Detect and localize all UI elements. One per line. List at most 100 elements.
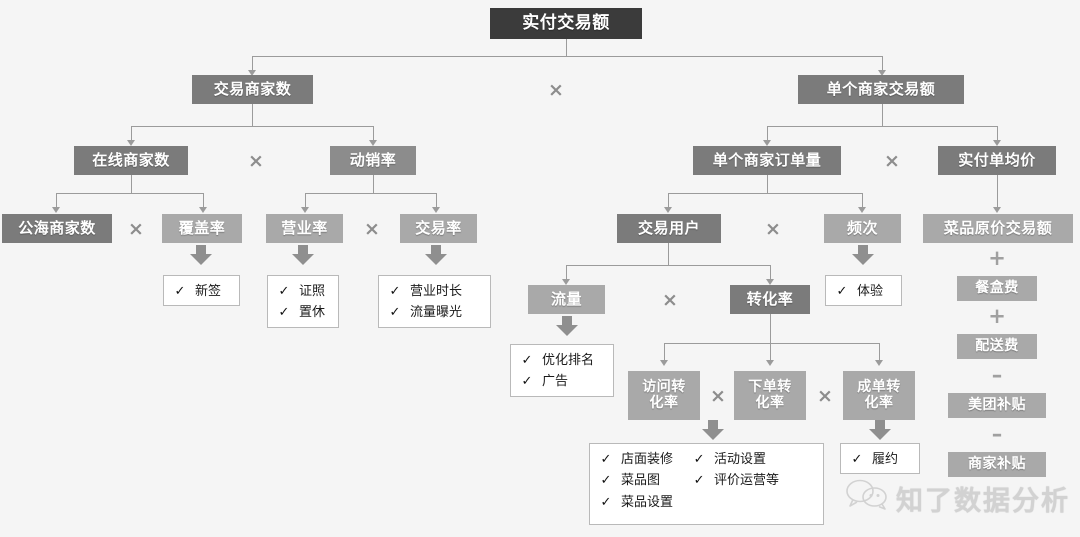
node-visit-conv[interactable]: 访问转 化率 <box>628 371 700 420</box>
list-item[interactable]: ✓ 流量曝光 <box>387 302 462 323</box>
node-sell-through[interactable]: 动销率 <box>330 146 416 175</box>
connector-om-stem <box>131 175 132 193</box>
checklist-trade-rate: ✓ 营业时长 ✓ 流量曝光 <box>378 275 491 328</box>
connector-tu-stem <box>668 243 669 265</box>
list-item[interactable]: ✓ 体验 <box>834 281 883 302</box>
list-item-label: 新签 <box>195 284 222 299</box>
list-item-label: 菜品设置 <box>621 494 674 510</box>
list-item[interactable]: ✓ 置休 <box>276 302 325 323</box>
connector-mc-bus <box>131 126 373 127</box>
operator-times-conv1: × <box>710 385 726 407</box>
list-item[interactable]: ✓ 评价运营等 <box>691 470 779 491</box>
list-item-label: 广告 <box>542 374 569 390</box>
node-merchant-subsidy[interactable]: 商家补贴 <box>948 452 1046 477</box>
list-item[interactable]: ✓ 店面装修 <box>598 449 673 470</box>
operator-minus-merchant-subsidy: – <box>991 422 1003 446</box>
list-item[interactable]: ✓ 优化排名 <box>519 350 594 371</box>
connector-cr-mid <box>770 343 771 361</box>
arrowhead-online-merchants <box>127 140 135 146</box>
connector-tu-right <box>770 265 771 280</box>
wechat-bubble-icon <box>846 478 888 519</box>
node-order-conv[interactable]: 下单转 化率 <box>734 371 806 420</box>
arrowhead-frequency <box>858 207 866 213</box>
checklist-column: ✓ 营业时长 ✓ 流量曝光 <box>387 281 462 322</box>
connector-opm-right <box>862 193 863 208</box>
node-online-merchants[interactable]: 在线商家数 <box>74 146 188 175</box>
node-merchant-count[interactable]: 交易商家数 <box>192 75 313 104</box>
node-box-fee[interactable]: 餐盒费 <box>957 276 1037 301</box>
node-open-rate[interactable]: 营业率 <box>266 214 343 243</box>
list-item[interactable]: ✓ 菜品设置 <box>598 492 673 513</box>
checklist-frequency: ✓ 体验 <box>825 275 902 306</box>
node-dish-original-gmv[interactable]: 菜品原价交易额 <box>923 214 1073 243</box>
list-item-label: 履约 <box>872 452 899 467</box>
arrowhead-merchant-gmv <box>878 70 886 76</box>
block-arrow-trade-rate <box>425 245 447 265</box>
connector-om-right <box>203 193 204 208</box>
node-coverage-rate[interactable]: 覆盖率 <box>162 214 242 243</box>
operator-times-traffic: × <box>662 289 678 311</box>
watermark: 知了数据分析 <box>846 478 1070 519</box>
checklist-traffic: ✓ 优化排名 ✓ 广告 <box>510 344 614 397</box>
connector-om-left <box>56 193 57 208</box>
node-traffic[interactable]: 流量 <box>528 285 605 314</box>
connector-mc-stem <box>252 104 253 126</box>
block-arrow-open-rate <box>292 245 314 265</box>
list-item[interactable]: ✓ 新签 <box>172 281 221 302</box>
list-item-label: 活动设置 <box>714 452 767 467</box>
node-root[interactable]: 实付交易额 <box>490 8 642 39</box>
checklist-fulfillment: ✓ 履约 <box>840 443 920 474</box>
connector-mg-bus <box>767 126 997 127</box>
list-item[interactable]: ✓ 广告 <box>519 371 594 392</box>
list-item-label: 菜品图 <box>621 473 661 489</box>
node-orders-per-merchant[interactable]: 单个商家订单量 <box>693 146 841 175</box>
arrowhead-complete-conv <box>875 360 883 366</box>
node-conversion-rate[interactable]: 转化率 <box>730 285 810 314</box>
node-complete-conv[interactable]: 成单转 化率 <box>843 371 915 420</box>
check-icon: ✓ <box>693 473 705 489</box>
list-item-label: 体验 <box>857 284 884 299</box>
connector-cr-right <box>879 343 880 361</box>
node-delivery-fee[interactable]: 配送费 <box>957 334 1037 359</box>
connector-mg-stem <box>882 104 883 126</box>
list-item[interactable]: ✓ 履约 <box>849 449 898 470</box>
operator-plus-box-fee: + <box>988 246 1006 270</box>
operator-times-conv2: × <box>817 385 833 407</box>
block-arrow-fulfillment <box>869 420 891 440</box>
list-item[interactable]: ✓ 营业时长 <box>387 281 462 302</box>
node-merchant-gmv[interactable]: 单个商家交易额 <box>798 75 964 104</box>
connector-root-bus <box>252 56 882 57</box>
list-item-label: 营业时长 <box>410 284 463 299</box>
arrowhead-paid-unit-price <box>993 140 1001 146</box>
list-item[interactable]: ✓ 菜品图 <box>598 470 673 491</box>
checklist-column-left: ✓ 店面装修 ✓ 菜品图 ✓ 菜品设置 <box>598 449 673 519</box>
arrowhead-conversion-rate <box>766 279 774 285</box>
check-icon: ✓ <box>693 452 705 467</box>
connector-om-bus <box>56 193 203 194</box>
connector-opm-left <box>668 193 669 208</box>
arrowhead-order-conv <box>766 360 774 366</box>
connector-pup-stem <box>997 175 998 208</box>
arrowhead-orders-per-merchant <box>763 140 771 146</box>
arrowhead-trade-rate <box>432 207 440 213</box>
node-public-pool[interactable]: 公海商家数 <box>2 214 112 243</box>
node-paid-unit-price[interactable]: 实付单均价 <box>938 146 1056 175</box>
block-arrow-conversion-checklist <box>702 420 724 440</box>
checklist-open-rate: ✓ 证照 ✓ 置休 <box>267 275 339 328</box>
list-item-label: 店面装修 <box>621 452 674 467</box>
arrowhead-merchant-count <box>248 70 256 76</box>
connector-root-stem <box>566 38 567 56</box>
list-item[interactable]: ✓ 证照 <box>276 281 325 302</box>
list-item[interactable]: ✓ 活动设置 <box>691 449 779 470</box>
connector-cr-stem <box>770 313 771 343</box>
arrowhead-sell-through <box>369 140 377 146</box>
node-trade-users[interactable]: 交易用户 <box>617 214 721 243</box>
connector-mg-right <box>997 126 998 141</box>
node-trade-rate[interactable]: 交易率 <box>400 214 477 243</box>
connector-mg-left <box>767 126 768 141</box>
checklist-column: ✓ 新签 <box>172 281 221 300</box>
node-frequency[interactable]: 频次 <box>824 214 901 243</box>
arrowhead-trade-users <box>664 207 672 213</box>
operator-plus-delivery-fee: + <box>988 304 1006 328</box>
node-meituan-subsidy[interactable]: 美团补贴 <box>948 393 1046 418</box>
